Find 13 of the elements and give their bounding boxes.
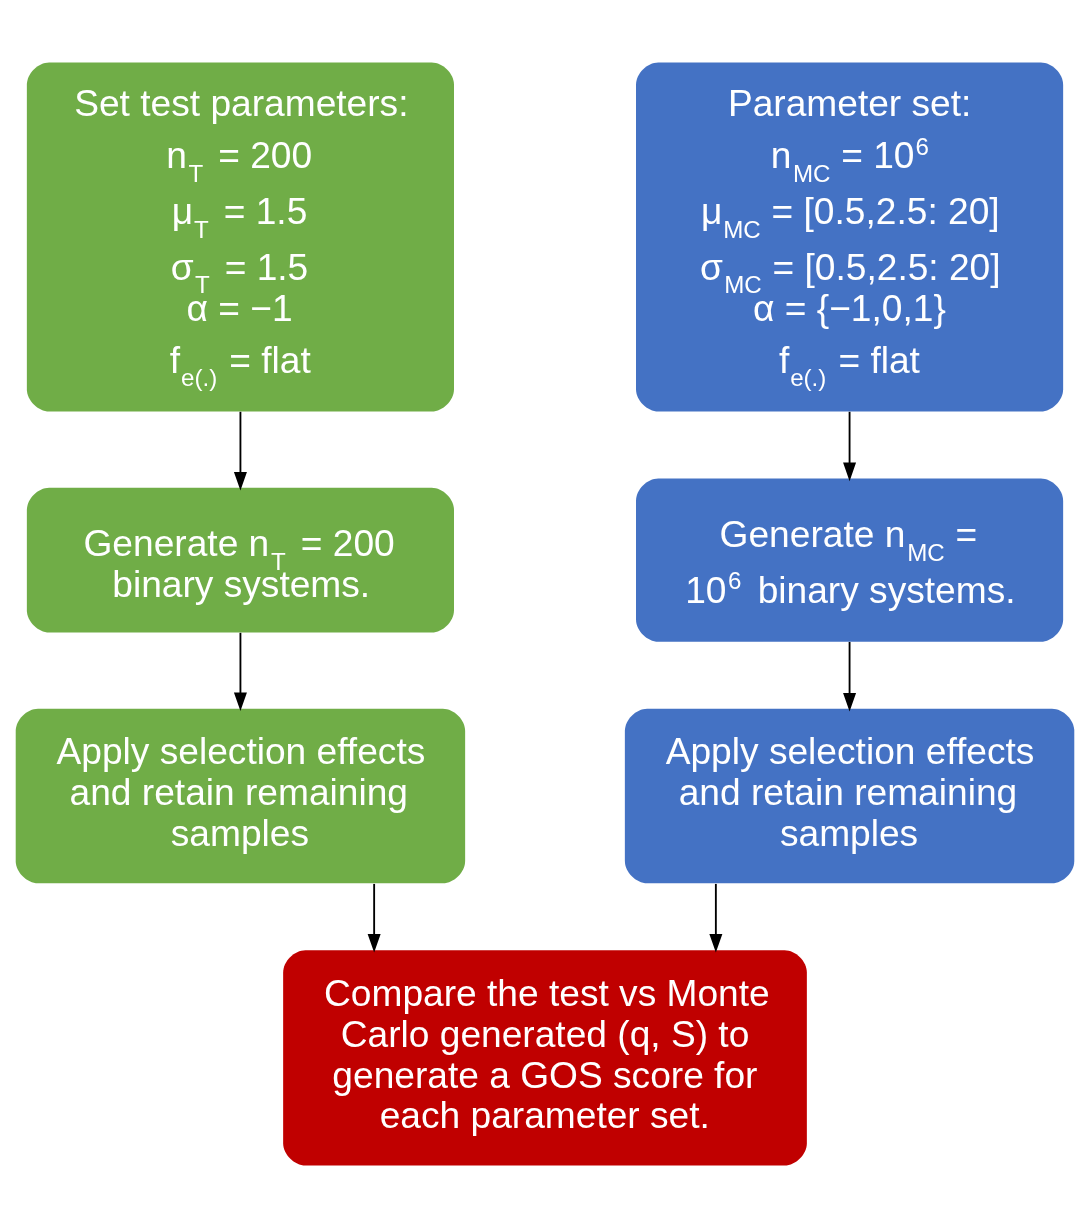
node-box: Compare the test vs Monte Carlo generated (q, S) to generate a GOS score for each parameter set. [283, 949, 807, 1166]
node-box: Apply selection effects and retain remaining samples [15, 708, 466, 883]
arrow [233, 631, 247, 711]
node-box: Parameter set: n$_{MC}$ = 10$^{6}$ μ$_{MC}$ = [0.5,2.5: 20] σ$_{MC}$ = [0.5,2.5: 20] α = {−1,0,1} f$_{e(.)}$ = flat [636, 61, 1064, 412]
arrow [843, 640, 857, 711]
node-box: Apply selection effects and retain remaining samples [624, 708, 1075, 883]
arrow [367, 882, 381, 952]
node-box: Generate n$_{MC}$ = 10$^{6}$ binary systems. [636, 477, 1064, 642]
arrow [233, 410, 247, 490]
arrow [843, 410, 857, 481]
node-box: Set test parameters: n$_{T}$ = 200 μ$_{T}$ = 1.5 σ$_{T}$ = 1.5 α = −1 f$_{e(.)}$ = flat [26, 61, 454, 412]
arrow [709, 882, 723, 952]
node-box: Generate n$_{T}$ = 200 binary systems. [26, 487, 454, 633]
